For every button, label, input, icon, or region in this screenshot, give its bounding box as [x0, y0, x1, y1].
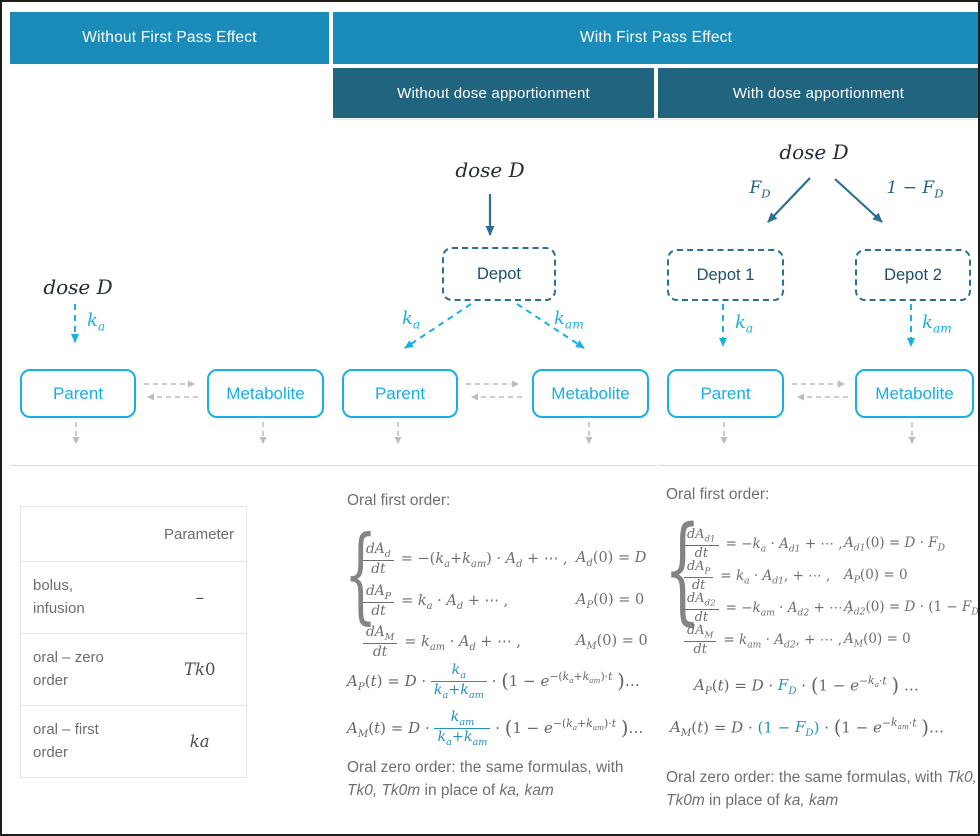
metabolite-solution-formula: AM(t) = D · (1 − FD) · (1 − e−kam·t )… — [670, 716, 944, 740]
parent-box: Parent — [667, 369, 784, 418]
header-label: Without First Pass Effect — [82, 29, 257, 46]
parent-box: Parent — [342, 369, 458, 418]
parent-label: Parent — [374, 383, 426, 403]
parent-label: Parent — [700, 383, 751, 403]
kam-arrow — [516, 303, 585, 349]
kam-label: kam — [554, 308, 584, 332]
one-minus-fd-label: 1 − FD — [886, 178, 944, 201]
metabolite-box: Metabolite — [532, 369, 649, 418]
parent-label: Parent — [52, 383, 104, 403]
kam-label: kam — [922, 312, 952, 336]
parameter-header: Parameter — [163, 525, 234, 543]
row-label-bolus-infusion: bolus,infusion — [33, 577, 85, 617]
row-value: ka — [189, 732, 210, 751]
dose-label: dose D — [779, 140, 849, 164]
table-header-row: Parameter — [20, 506, 247, 562]
ode-initial-condition: AM(0) = 0 — [576, 632, 648, 652]
metabolite-box: Metabolite — [855, 369, 974, 418]
oral-first-order-title: Oral first order: — [666, 486, 770, 503]
ode-initial-condition: AP(0) = 0 — [844, 566, 908, 586]
oral-first-order-title: Oral first order: — [347, 492, 451, 509]
ode-initial-condition: AP(0) = 0 — [576, 591, 645, 611]
table-row: bolus,infusion – — [20, 561, 247, 634]
dose-fd-arrow — [767, 177, 811, 223]
dose-1-minus-fd-arrow — [834, 178, 883, 223]
metabolite-label: Metabolite — [875, 383, 954, 403]
subheader-with-dose-apportionment: With dose apportionment — [658, 68, 978, 118]
dose-label: dose D — [455, 158, 525, 182]
metabolite-box: Metabolite — [207, 369, 324, 418]
diagram-with-dose-apportionment: dose D FD 1 − FD Depot 1 Depot 2 ka kam … — [658, 120, 978, 466]
depot-box: Depot — [442, 247, 556, 301]
parent-box: Parent — [20, 369, 136, 418]
diagram-without-dose-apportionment: dose D Depot ka kam Parent Metabolite — [333, 120, 655, 466]
dose-label: dose D — [43, 275, 113, 299]
parent-solution-formula: AP(t) = D · FD · (1 − e−ka·t ) … — [694, 674, 919, 698]
depot1-label: Depot 1 — [696, 265, 755, 284]
ka-label: ka — [402, 308, 421, 332]
metabolite-label: Metabolite — [551, 383, 630, 403]
diagram1-arrows-svg — [71, 304, 267, 444]
oral-zero-order-note: Oral zero order: the same formulas, with… — [666, 769, 977, 810]
ode-initial-condition: Ad2(0) = D · (1 − FD) — [844, 598, 979, 618]
depot1-box: Depot 1 — [667, 249, 784, 301]
system-brace: { — [344, 513, 378, 635]
ode-initial-condition: Ad1(0) = D · FD — [844, 534, 945, 554]
diagram2-arrows-svg — [394, 194, 593, 444]
row-value: – — [195, 588, 204, 607]
ode-initial-condition: AM(0) = 0 — [844, 630, 911, 650]
ka-label: ka — [87, 310, 106, 334]
subheader-divider — [333, 119, 978, 120]
header-with-first-pass-effect: With First Pass Effect — [333, 12, 978, 64]
depot2-box: Depot 2 — [855, 249, 971, 301]
metabolite-label: Metabolite — [226, 383, 305, 403]
depot2-label: Depot 2 — [884, 265, 942, 284]
diagram-without-first-pass: dose D ka Parent Metabolite — [10, 120, 332, 466]
fd-label: FD — [749, 178, 771, 201]
row-value: Tk0 — [183, 660, 216, 679]
ka-label: ka — [735, 312, 754, 336]
system-brace: { — [664, 502, 701, 637]
depot-label: Depot — [476, 264, 522, 283]
ode-initial-condition: Ad(0) = D — [576, 549, 647, 569]
subheader-without-dose-apportionment: Without dose apportionment — [333, 68, 654, 118]
header-label: With First Pass Effect — [579, 29, 733, 46]
subheader-label: Without dose apportionment — [397, 84, 590, 102]
header-without-first-pass-effect: Without First Pass Effect — [10, 12, 329, 64]
ka-arrow — [404, 303, 472, 349]
subheader-label: With dose apportionment — [732, 84, 905, 102]
diagram3-arrows-svg — [719, 177, 916, 444]
oral-zero-order-note: Oral zero order: the same formulas, with… — [347, 759, 624, 800]
